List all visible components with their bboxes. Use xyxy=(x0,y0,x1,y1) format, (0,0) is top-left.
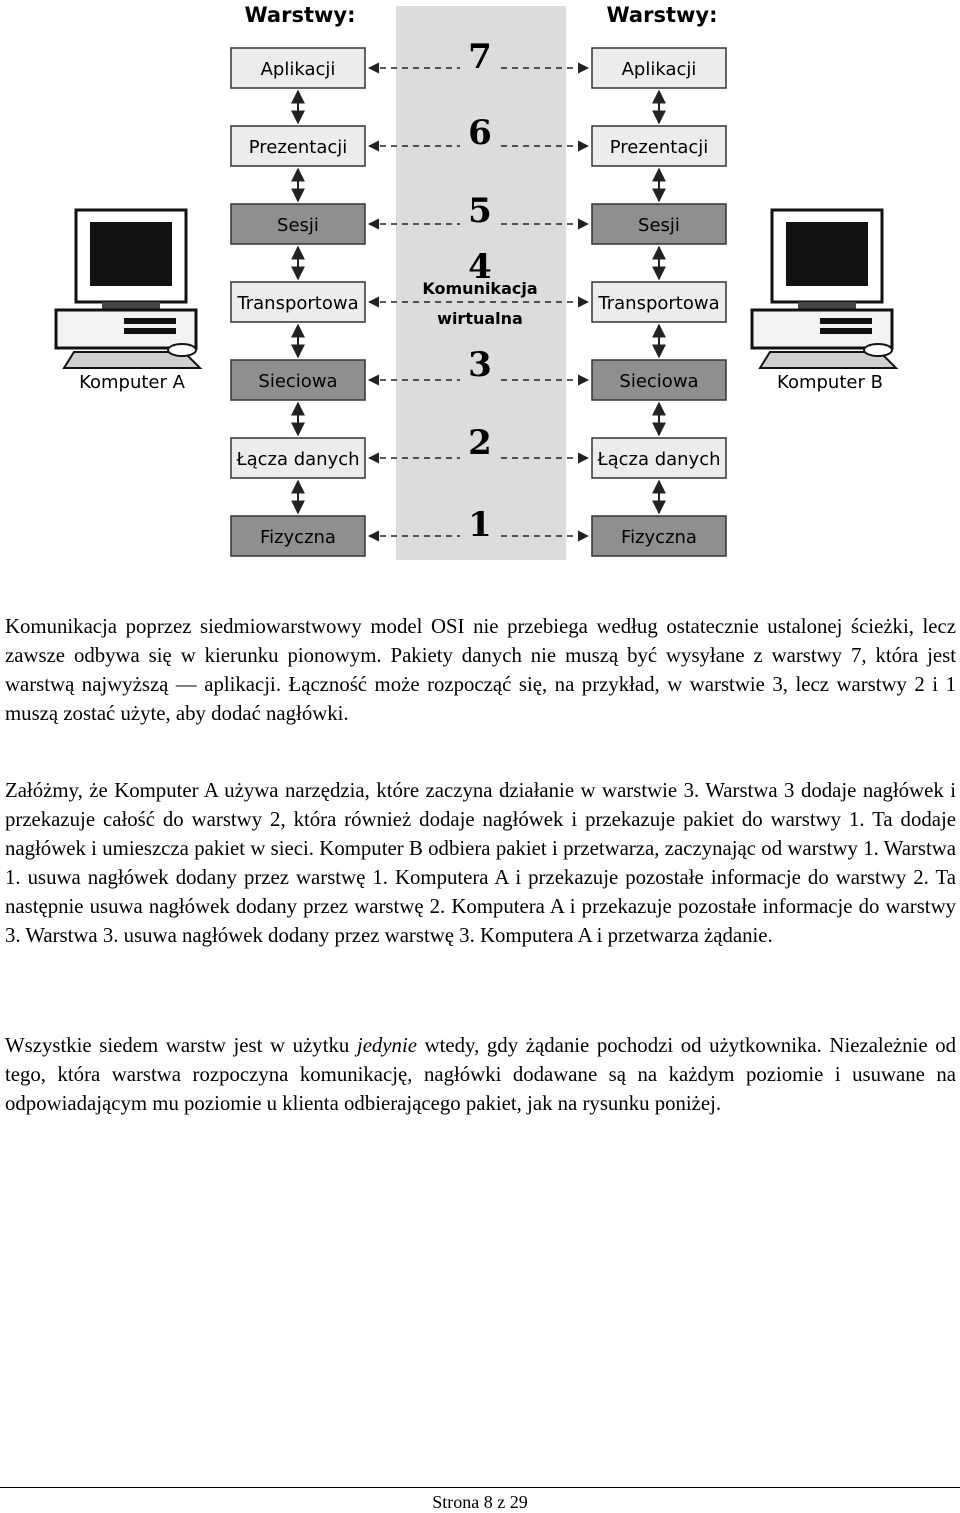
computer-a-label: Komputer A xyxy=(79,372,186,393)
layers-left: AplikacjiPrezentacjiSesjiTransportowaSie… xyxy=(230,47,366,557)
layer-number-bg-3 xyxy=(460,346,500,382)
header-left: Warstwy: xyxy=(245,3,356,27)
computer-a-icon xyxy=(54,208,203,369)
layer-label-left-6: Prezentacji xyxy=(249,137,348,158)
layer-number-7: 7 xyxy=(468,37,492,77)
virtual-links xyxy=(367,62,590,542)
layer-box-right-4 xyxy=(591,281,727,323)
layer-label-right-7: Aplikacji xyxy=(622,59,697,80)
layer-number-bg-5 xyxy=(460,192,500,228)
layer-box-right-1 xyxy=(591,515,727,557)
layer-box-left-4 xyxy=(230,281,366,323)
virtual-label-line1: Komunikacja xyxy=(422,279,537,298)
layer-box-right-5 xyxy=(591,203,727,245)
layer-box-left-5 xyxy=(230,203,366,245)
layer-number-6: 6 xyxy=(468,113,492,153)
layer-label-right-4: Transportowa xyxy=(597,293,719,314)
layer-box-left-2 xyxy=(230,437,366,479)
layer-box-right-6 xyxy=(591,125,727,167)
paragraph-osi-communication: Komunikacja poprzez siedmiowarstwowy mod… xyxy=(5,615,956,725)
layer-label-left-5: Sesji xyxy=(277,215,319,236)
layer-numbers: 7 6 5 4 3 2 1 xyxy=(460,37,500,545)
layer-label-left-4: Transportowa xyxy=(236,293,358,314)
layer-number-1: 1 xyxy=(468,505,492,545)
layer-number-bg-2 xyxy=(460,424,500,460)
layer-label-right-1: Fizyczna xyxy=(621,527,697,548)
layer-number-bg-6 xyxy=(460,114,500,150)
paragraph-all-layers-part2: wtedy, gdy żądanie pochodzi od użytkowni… xyxy=(5,1034,956,1115)
layer-box-right-7 xyxy=(591,47,727,89)
layer-label-right-2: Łącza danych xyxy=(596,449,720,470)
header-right: Warstwy: xyxy=(607,3,718,27)
layer-number-bg-1 xyxy=(460,506,500,542)
layer-number-bg-4 xyxy=(460,248,500,284)
vertical-arrows xyxy=(291,89,666,515)
layer-box-left-7 xyxy=(230,47,366,89)
layer-number-5: 5 xyxy=(468,191,492,231)
layer-label-right-3: Sieciowa xyxy=(619,371,698,392)
footer-divider xyxy=(0,1487,960,1488)
paragraph-all-layers-part1: Wszystkie siedem warstw jest w użytku xyxy=(5,1034,357,1057)
virtual-label-line2: wirtualna xyxy=(437,309,523,328)
layer-label-left-3: Sieciowa xyxy=(258,371,337,392)
page-number: Strona 8 z 29 xyxy=(432,1492,528,1512)
layers-right: AplikacjiPrezentacjiSesjiTransportowaSie… xyxy=(591,47,727,557)
layer-label-right-5: Sesji xyxy=(638,215,680,236)
layer-label-left-2: Łącza danych xyxy=(235,449,359,470)
layer-number-4: 4 xyxy=(468,247,492,287)
layer-label-left-7: Aplikacji xyxy=(261,59,336,80)
layer-box-left-3 xyxy=(230,359,366,401)
layer-label-right-6: Prezentacji xyxy=(610,137,709,158)
layer-box-left-6 xyxy=(230,125,366,167)
computer-b-label: Komputer B xyxy=(777,372,883,393)
layer-box-left-1 xyxy=(230,515,366,557)
layer-number-bg-7 xyxy=(460,38,500,74)
layer-box-right-3 xyxy=(591,359,727,401)
paragraph-all-layers-emphasis: jedynie xyxy=(356,1034,417,1057)
paragraph-all-layers: Wszystkie siedem warstw jest w użytku je… xyxy=(5,1031,956,1118)
paragraph-computer-example: Załóżmy, że Komputer A używa narzędzia, … xyxy=(5,779,956,947)
layer-number-3: 3 xyxy=(468,345,492,385)
computer-b-icon xyxy=(750,208,899,369)
layer-number-2: 2 xyxy=(468,423,492,463)
layer-box-right-2 xyxy=(591,437,727,479)
osi-model-diagram: Warstwy: Warstwy: AplikacjiPrezentacjiSe… xyxy=(54,3,899,560)
layer-label-left-1: Fizyczna xyxy=(260,527,336,548)
